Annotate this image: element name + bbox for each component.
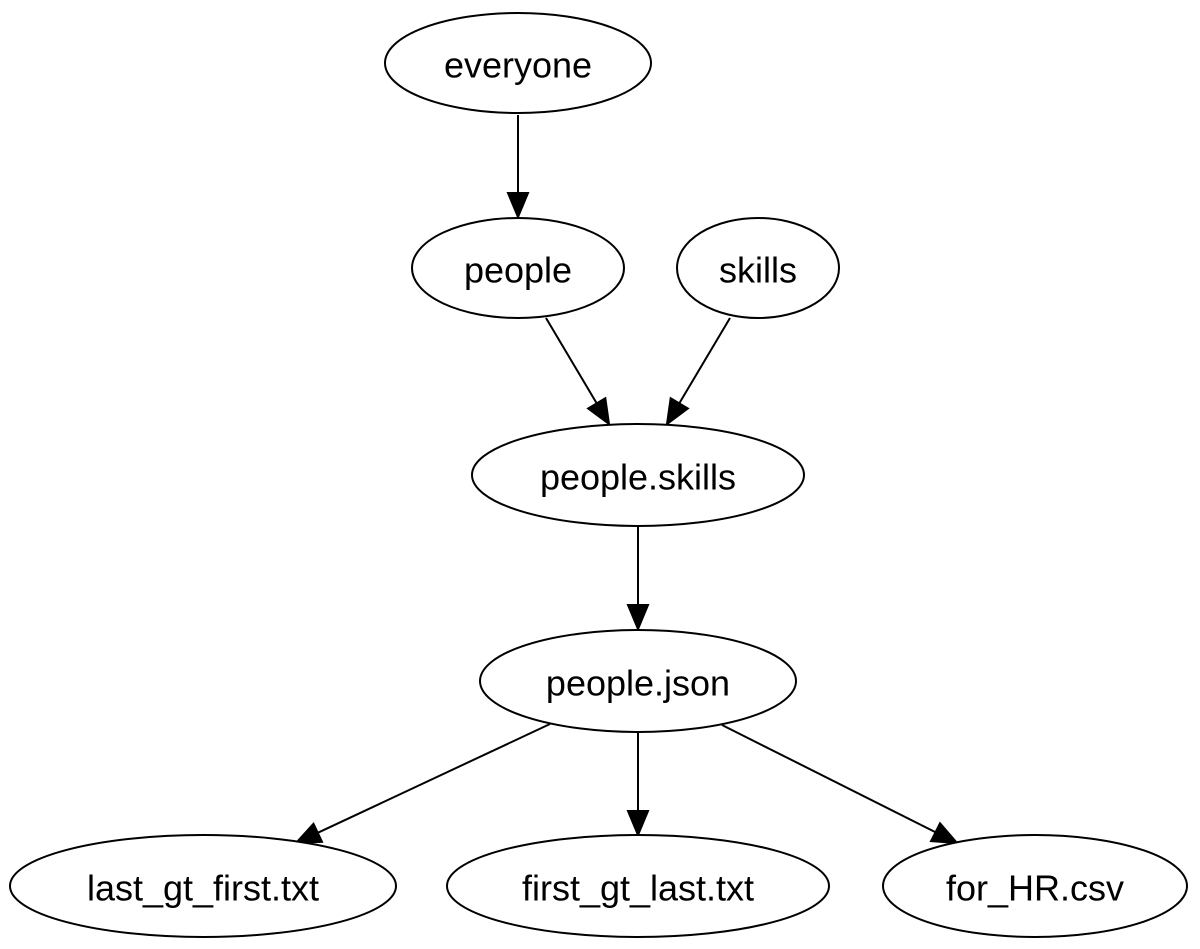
node-first-gt-last: first_gt_last.txt — [446, 834, 830, 938]
node-for-hr: for_HR.csv — [882, 834, 1188, 938]
edge-line — [317, 723, 551, 834]
edge-line — [678, 317, 731, 404]
node-ellipse — [882, 834, 1188, 938]
edge-line — [545, 317, 598, 404]
edge-people_skills-to-people_json — [626, 527, 650, 632]
node-ellipse — [676, 217, 840, 319]
edges-layer — [293, 115, 960, 845]
node-ellipse — [446, 834, 830, 938]
node-label: people.skills — [540, 457, 736, 498]
node-everyone: everyone — [384, 12, 652, 114]
arrowhead-icon — [506, 192, 530, 220]
node-ellipse — [9, 834, 397, 938]
node-people: people — [411, 217, 625, 319]
edge-people-to-people_skills — [545, 317, 611, 427]
edge-people_json-to-first_gt_last — [626, 733, 650, 838]
node-ellipse — [471, 423, 805, 527]
arrowhead-icon — [626, 604, 650, 632]
node-label: first_gt_last.txt — [522, 868, 754, 909]
arrowhead-icon — [293, 821, 324, 845]
arrowhead-icon — [586, 396, 611, 427]
node-label: people — [464, 250, 572, 291]
node-label: everyone — [444, 45, 592, 86]
node-people-json: people.json — [479, 629, 797, 733]
edge-line — [721, 724, 937, 834]
node-last-gt-first: last_gt_first.txt — [9, 834, 397, 938]
node-ellipse — [411, 217, 625, 319]
node-label: last_gt_first.txt — [87, 868, 319, 909]
node-ellipse — [384, 12, 652, 114]
node-label: skills — [719, 250, 797, 291]
arrowhead-icon — [665, 396, 690, 427]
edge-people_json-to-for_hr — [721, 724, 960, 845]
edge-everyone-to-people — [506, 115, 530, 220]
nodes-layer: everyone people skills people.skills people.… — [9, 12, 1188, 938]
node-skills: skills — [676, 217, 840, 319]
node-label: for_HR.csv — [946, 868, 1124, 909]
edge-people_json-to-last_gt_first — [293, 723, 551, 845]
node-ellipse — [479, 629, 797, 733]
node-label: people.json — [546, 663, 730, 704]
arrowhead-icon — [929, 821, 960, 845]
node-people-skills: people.skills — [471, 423, 805, 527]
edge-skills-to-people_skills — [665, 317, 731, 427]
arrowhead-icon — [626, 810, 650, 838]
